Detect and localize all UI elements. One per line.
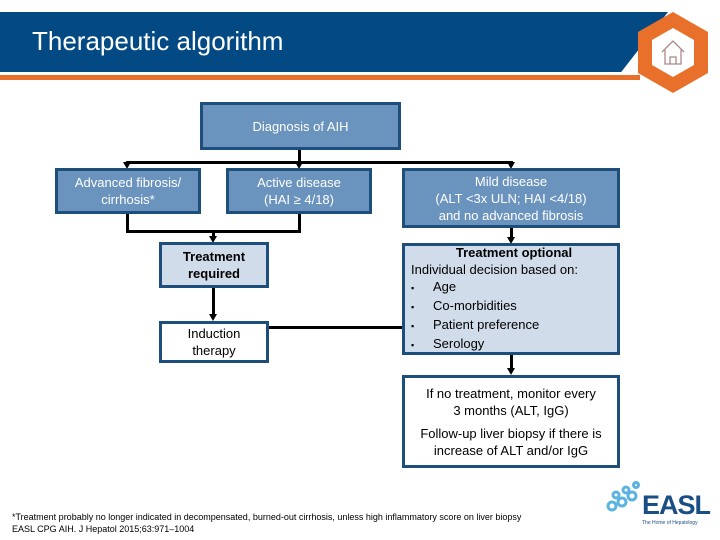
logo-mark-icon xyxy=(606,481,640,512)
box-line: Active disease xyxy=(257,175,341,190)
box-line: Induction xyxy=(187,326,241,341)
box-line: Treatment xyxy=(182,249,246,264)
list-item: Serology xyxy=(411,335,539,354)
list-item: Age xyxy=(411,278,539,297)
advanced-fibrosis-box: Advanced fibrosis/cirrhosis* xyxy=(55,168,201,214)
logo-text: EASL xyxy=(642,490,711,520)
box-line: therapy xyxy=(192,343,236,358)
connector xyxy=(126,213,129,233)
mild-disease-box: Mild disease(ALT <3x ULN; HAI <4/18)and … xyxy=(402,168,620,228)
treatment-optional-box: Treatment optional Individual decision b… xyxy=(402,243,620,355)
box-line: and no advanced fibrosis xyxy=(438,207,584,223)
optional-title: Treatment optional xyxy=(455,245,573,260)
arrow-head xyxy=(295,162,303,169)
treatment-required-box: Treatment required xyxy=(159,242,269,288)
box-line: Follow-up liver biopsy if there is xyxy=(420,425,602,441)
arrow-head xyxy=(507,237,515,244)
connector xyxy=(212,287,215,315)
box-line: increase of ALT and/or IgG xyxy=(433,442,589,458)
accent-line xyxy=(0,75,640,80)
connector xyxy=(298,150,301,164)
page-title: Therapeutic algorithm xyxy=(32,26,284,56)
home-icon[interactable] xyxy=(636,10,710,95)
box-line: cirrhosis* xyxy=(101,192,155,207)
connector xyxy=(212,326,402,329)
arrow-head xyxy=(209,236,217,243)
optional-subtitle: Individual decision based on: xyxy=(411,262,578,277)
footnote: *Treatment probably no longer indicated … xyxy=(12,512,522,522)
arrow-head xyxy=(123,162,131,169)
connector xyxy=(212,230,215,238)
connector xyxy=(126,161,513,164)
box-line: Advanced fibrosis/ xyxy=(74,175,182,190)
list-item: Co-morbidities xyxy=(411,297,539,316)
easl-logo: EASL The Home of Hepatology xyxy=(604,478,714,530)
citation: EASL CPG AIH. J Hepatol 2015;63:971–1004 xyxy=(12,524,195,534)
arrow-head xyxy=(507,368,515,375)
title-banner xyxy=(0,12,668,72)
box-line: required xyxy=(187,266,240,281)
connector xyxy=(298,213,301,233)
box-line: Mild disease xyxy=(474,173,548,189)
box-line: (ALT <3x ULN; HAI <4/18) xyxy=(435,190,587,206)
arrow-head xyxy=(209,314,217,321)
diagnosis-box: Diagnosis of AIH xyxy=(200,102,401,150)
box-line: (HAI ≥ 4/18) xyxy=(264,192,334,207)
connector xyxy=(510,355,513,369)
diagnosis-label: Diagnosis of AIH xyxy=(252,118,349,134)
criteria-list: Age Co-morbidities Patient preference Se… xyxy=(411,278,539,354)
induction-therapy-box: Induction therapy xyxy=(159,321,269,363)
box-line: 3 months (ALT, IgG) xyxy=(453,402,569,418)
arrow-head xyxy=(507,162,515,169)
connector xyxy=(510,227,513,239)
active-disease-box: Active disease (HAI ≥ 4/18) xyxy=(226,168,372,214)
logo-tagline: The Home of Hepatology xyxy=(642,520,698,526)
list-item: Patient preference xyxy=(411,316,539,335)
box-line: If no treatment, monitor every xyxy=(426,385,596,401)
